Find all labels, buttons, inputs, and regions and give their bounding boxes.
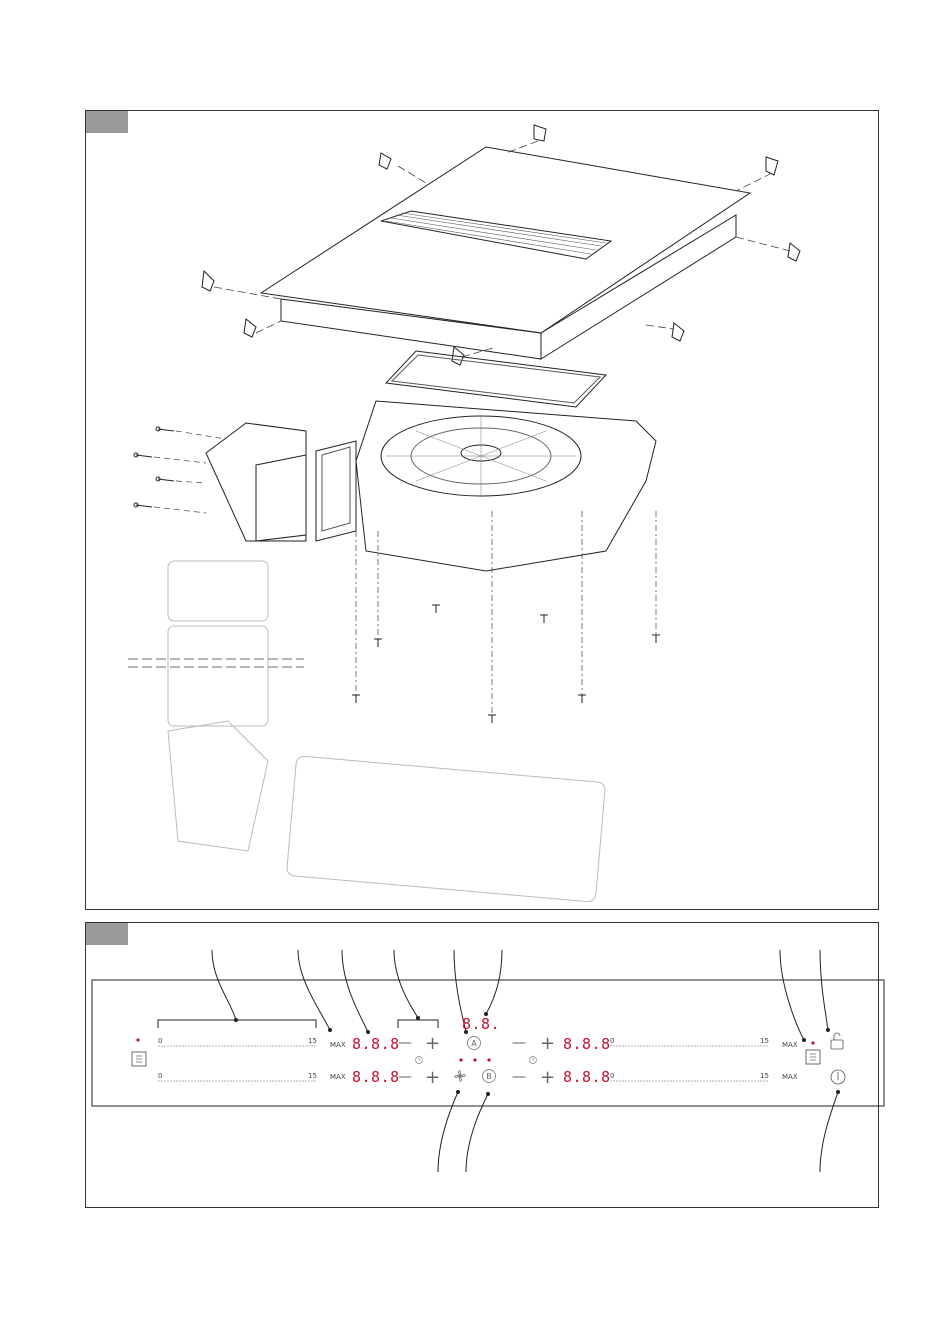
- duct-segment-2: [168, 626, 268, 726]
- exploded-installation-drawing: [86, 111, 880, 911]
- figure-2-panel: [85, 922, 879, 1208]
- figure-2-tab: [86, 923, 128, 945]
- figure-1-panel: [85, 110, 879, 910]
- duct-segment-1: [168, 561, 268, 621]
- fan-housing: [356, 401, 656, 571]
- duct-segment-horizontal: [286, 756, 605, 903]
- screws-left: [134, 427, 174, 507]
- gasket: [386, 351, 606, 407]
- screws-bottom: [352, 605, 660, 723]
- duct-bend: [168, 721, 268, 851]
